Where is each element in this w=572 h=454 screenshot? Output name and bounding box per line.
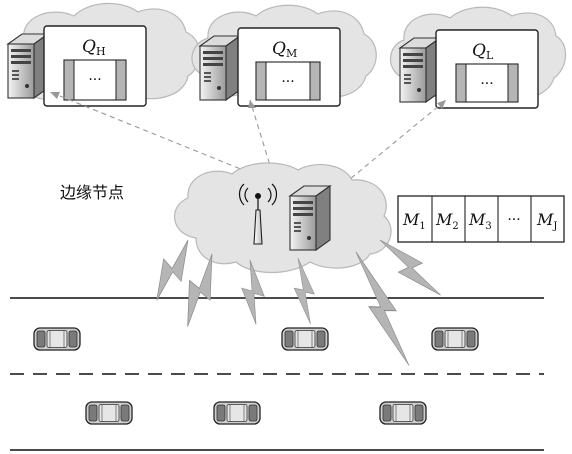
task-cell-mj: MJ (536, 210, 557, 232)
task-cell-ellipsis: ··· (507, 212, 520, 228)
antenna-tower-icon (238, 183, 278, 245)
queue-low-dots: ··· (480, 76, 493, 92)
task-cell-m3: M3 (468, 210, 492, 232)
queue-medium-dots: ··· (281, 74, 294, 90)
offload-links (49, 91, 447, 185)
queue-low-label: QL (472, 41, 494, 62)
vehicle-car-icon (213, 401, 261, 425)
vehicle-car-icon (431, 327, 479, 351)
server-icon-medium (199, 35, 241, 101)
server-icon-low (399, 37, 441, 103)
task-row: M1 M2 M3 ··· MJ (397, 195, 565, 243)
edge-server-icon (289, 185, 331, 251)
vehicle-car-icon (85, 401, 133, 425)
wireless-link-icon (349, 245, 416, 373)
vehicle-car-icon (281, 327, 329, 351)
offload-link-high (49, 91, 249, 173)
task-cell-m2: M2 (435, 210, 459, 232)
queue-high-dots: ··· (88, 72, 101, 88)
task-cell-m1: M1 (402, 210, 426, 232)
offload-link-low (343, 99, 447, 185)
vehicle-car-icon (33, 327, 81, 351)
server-icon-high (7, 33, 49, 99)
queue-medium: QM ··· (237, 27, 341, 107)
edge-node-label: 边缘节点 (60, 183, 124, 202)
queue-medium-label: QM (272, 39, 297, 60)
queue-high: QH ··· (43, 25, 147, 107)
queue-low: QL ··· (435, 29, 539, 109)
offload-link-medium (249, 99, 273, 173)
vehicle-car-icon (379, 401, 427, 425)
queue-high-label: QH (82, 37, 106, 58)
edge-node-cloud (173, 162, 392, 274)
